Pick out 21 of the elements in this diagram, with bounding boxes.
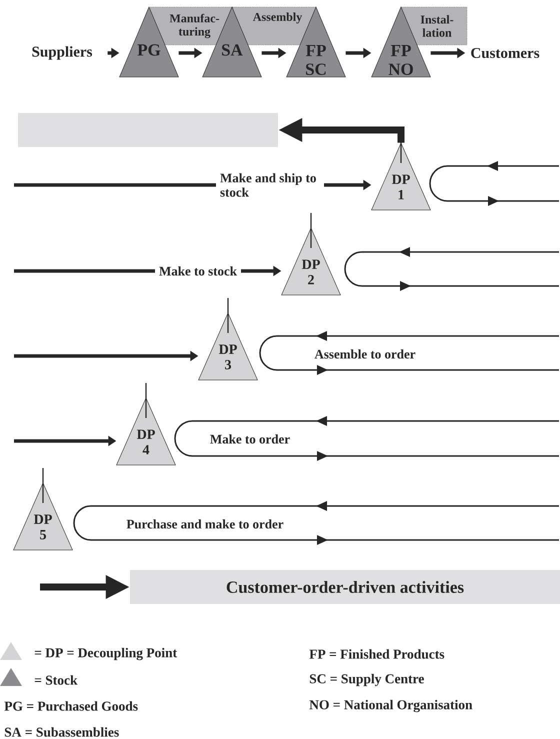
abbreviation-note: SA = Subassemblies [4, 727, 119, 737]
node-label: Customers [471, 48, 540, 58]
loop-label: Make to order [210, 434, 290, 444]
abbreviation-note: SC = Supply Centre [310, 674, 424, 686]
loop-label: Assemble to order [314, 349, 416, 359]
shaded-bar [18, 113, 278, 147]
edge-label: Make to stock [155, 262, 241, 280]
decoupling-point-triangle: DP 1 [371, 128, 431, 210]
abbreviation-note: FP = Finished Products [309, 649, 444, 659]
legend-text: = Stock [34, 675, 78, 685]
legend-text: = DP = Decoupling Point [34, 648, 178, 660]
loop-label: Purchase and make to order [126, 519, 284, 529]
decoupling-point-triangle: DP 5 [13, 468, 73, 550]
decoupling-point-triangle: DP 4 [116, 383, 176, 466]
decoupling-point-triangle: DP 2 [281, 213, 341, 296]
activity-bar: Customer-order-driven activities [130, 570, 560, 604]
node-label: Suppliers [32, 46, 92, 60]
abbreviation-note: PG = Purchased Goods [4, 701, 138, 711]
abbreviation-note: NO = National Organisation [309, 700, 472, 712]
edge-label: Make and ship to stock [216, 169, 324, 201]
decoupling-point-triangle: DP 3 [198, 298, 258, 380]
